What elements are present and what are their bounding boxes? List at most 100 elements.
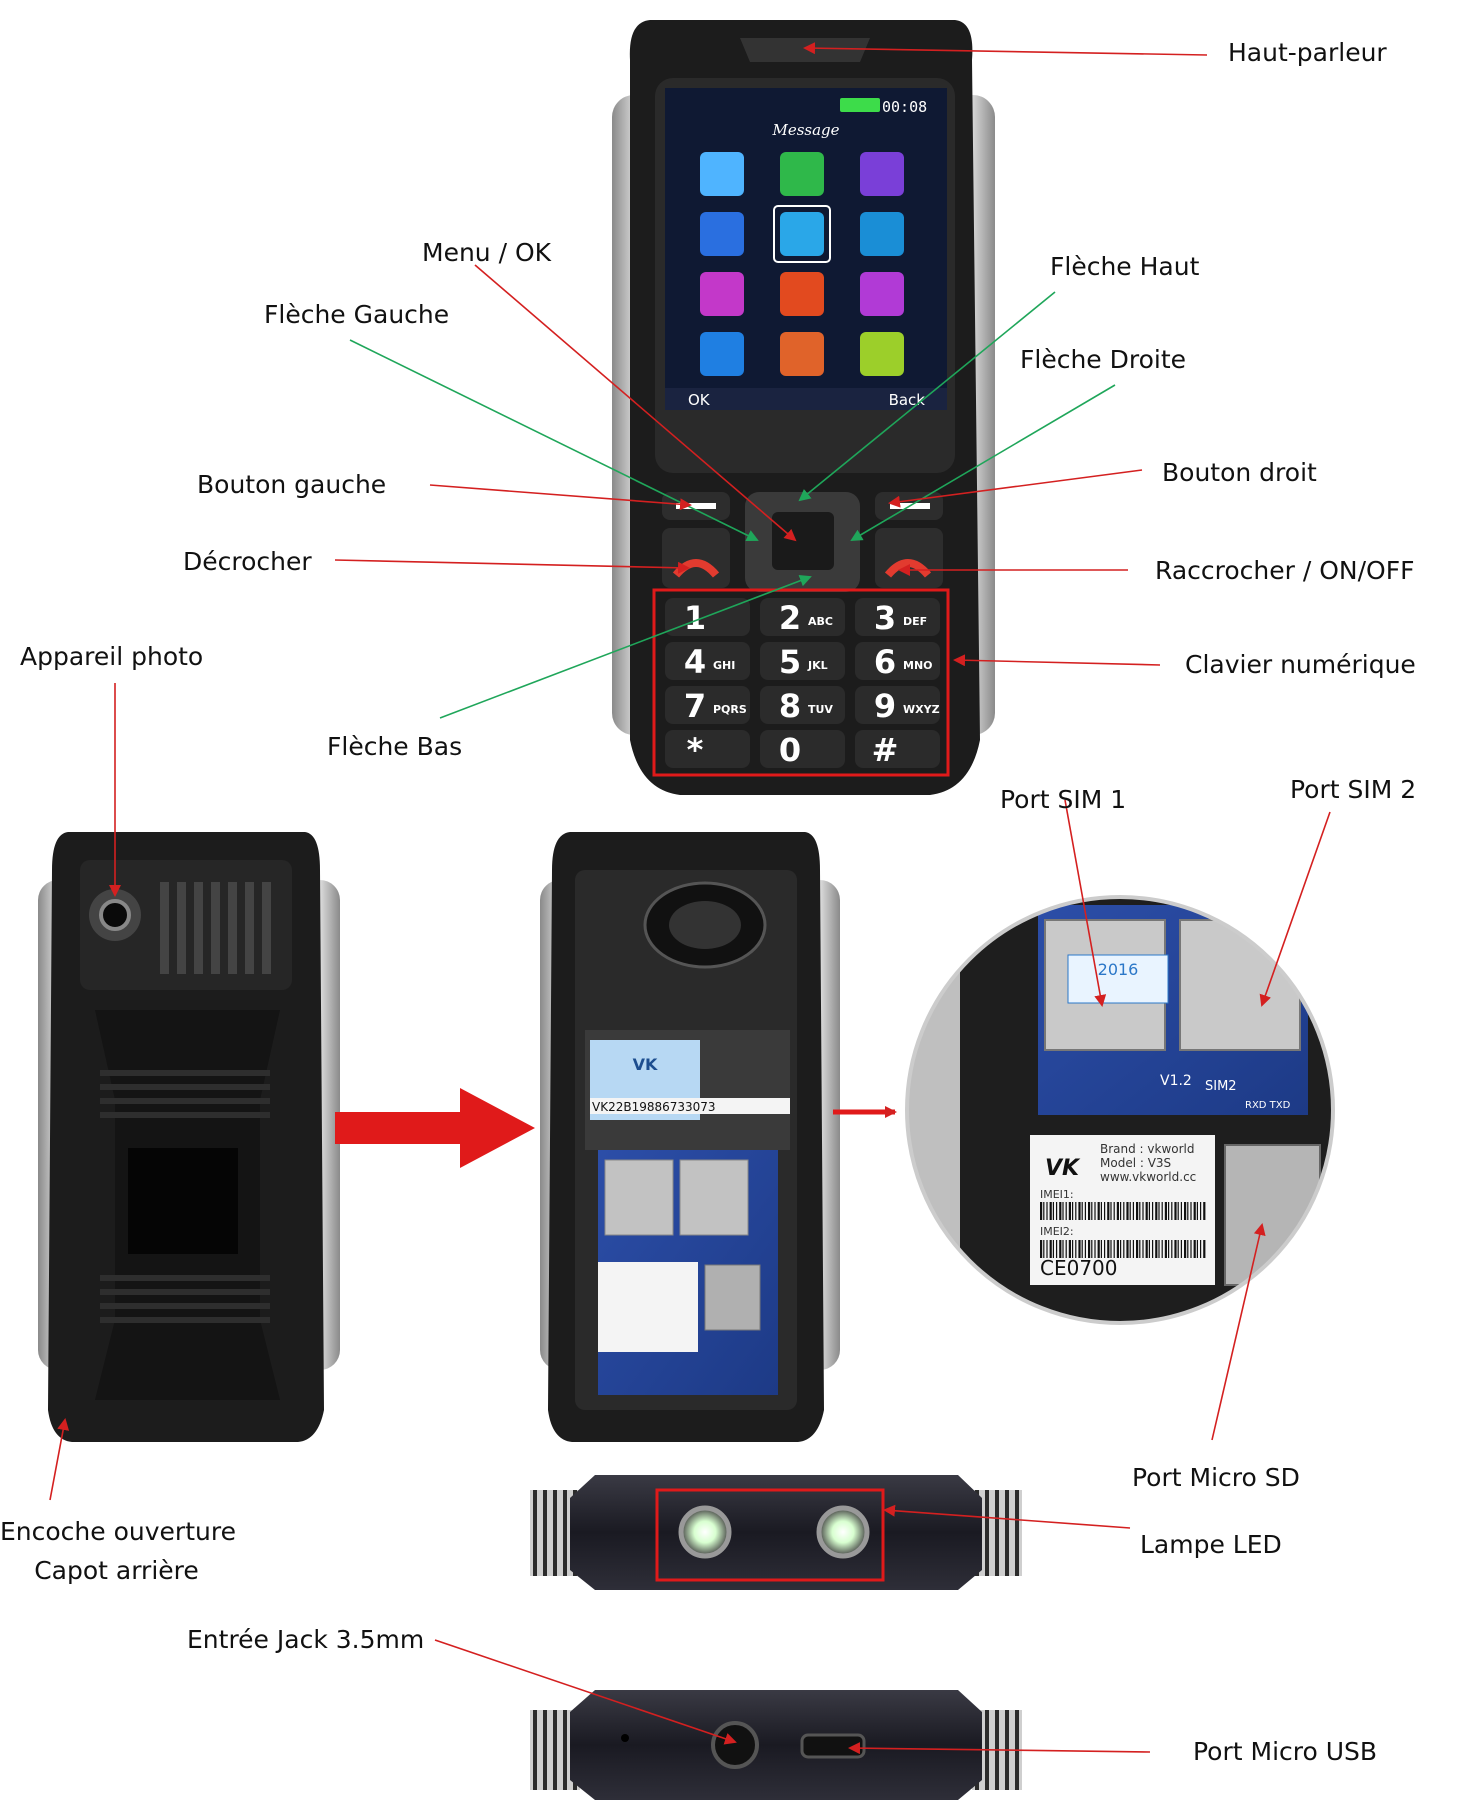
barcode-bar bbox=[1081, 1202, 1083, 1220]
bottom-edge-body bbox=[570, 1690, 982, 1800]
barcode-bar bbox=[1091, 1202, 1093, 1220]
barcode-bar bbox=[1187, 1202, 1189, 1220]
zoom-sim1-label bbox=[1067, 954, 1169, 1004]
barcode-bar bbox=[1152, 1202, 1154, 1220]
barcode-bar bbox=[1161, 1240, 1163, 1258]
barcode-bar bbox=[1104, 1240, 1106, 1258]
barcode-bar bbox=[1164, 1240, 1167, 1258]
barcode-bar bbox=[1072, 1240, 1074, 1258]
label-haut-parleur: Haut-parleur bbox=[1228, 38, 1387, 67]
barcode-bar bbox=[1043, 1202, 1045, 1220]
end-call-icon bbox=[884, 559, 932, 578]
barcode-bar bbox=[1120, 1202, 1122, 1220]
keypad-letters: ABC bbox=[808, 615, 833, 628]
usb-port bbox=[800, 1733, 866, 1759]
bottom-edge bbox=[530, 1690, 1022, 1800]
menu-app-icon bbox=[860, 272, 904, 316]
line-decrocher bbox=[334, 559, 690, 574]
barcode-bar bbox=[1152, 1240, 1154, 1258]
barcode-bar bbox=[1168, 1202, 1170, 1220]
grip-rib bbox=[985, 1490, 989, 1576]
barcode-bar bbox=[1158, 1202, 1160, 1220]
barcode-bar bbox=[1088, 1240, 1091, 1258]
barcode-bar bbox=[1200, 1202, 1202, 1220]
line-port-micro-usb bbox=[848, 1742, 1151, 1755]
menu-app-icon bbox=[780, 272, 824, 316]
barcode-bar bbox=[1123, 1240, 1125, 1258]
barcode-bar bbox=[1155, 1202, 1158, 1220]
line-encoche bbox=[49, 1418, 70, 1501]
barcode-bar bbox=[1062, 1202, 1064, 1220]
line-port-sim1 bbox=[1064, 799, 1107, 1007]
status-battery-icon bbox=[840, 98, 880, 112]
barcode-bar bbox=[1190, 1240, 1192, 1258]
back-rib bbox=[100, 1275, 270, 1281]
label-lampe-led: Lampe LED bbox=[1140, 1530, 1282, 1559]
led-left bbox=[678, 1505, 732, 1559]
barcode-bar bbox=[1110, 1202, 1112, 1220]
barcode-bar bbox=[1084, 1202, 1086, 1220]
label-bouton-droit: Bouton droit bbox=[1162, 458, 1317, 487]
line-lampe-led bbox=[883, 1504, 1131, 1529]
barcode-bar bbox=[1110, 1240, 1112, 1258]
keypad-key bbox=[665, 730, 750, 768]
barcode-bar bbox=[1072, 1202, 1074, 1220]
open-label bbox=[598, 1262, 698, 1352]
top-edge bbox=[530, 1475, 1022, 1590]
barcode-bar bbox=[1052, 1240, 1054, 1258]
barcode-bar bbox=[1155, 1240, 1158, 1258]
grill-slot bbox=[228, 882, 237, 974]
barcode-bar bbox=[1062, 1240, 1064, 1258]
barcode-bar bbox=[1145, 1202, 1148, 1220]
barcode-bar bbox=[1145, 1240, 1148, 1258]
barcode-bar bbox=[1088, 1202, 1091, 1220]
open-sim1 bbox=[604, 1159, 674, 1236]
line-entree-jack bbox=[434, 1639, 737, 1745]
line-fleche-bas bbox=[439, 574, 812, 719]
menu-app-icon bbox=[860, 212, 904, 256]
serial-strip bbox=[590, 1098, 790, 1114]
barcode-bar bbox=[1059, 1240, 1062, 1258]
barcode-bar bbox=[1040, 1202, 1043, 1220]
barcode-bar bbox=[1097, 1240, 1100, 1258]
softkey-right-label: Back bbox=[889, 391, 926, 409]
keypad-digit: 4 bbox=[684, 643, 706, 681]
grip-rib bbox=[543, 1490, 547, 1576]
menu-app-icon bbox=[780, 152, 824, 196]
barcode-bar bbox=[1180, 1202, 1182, 1220]
zoom-serial: 22B19886733073 bbox=[1060, 868, 1221, 889]
zoom-sim1-year: 2016 bbox=[1098, 960, 1139, 979]
barcode-bar bbox=[1180, 1240, 1182, 1258]
led-highlight-box bbox=[655, 1488, 885, 1582]
label-raccrocher: Raccrocher / ON/OFF bbox=[1155, 556, 1415, 585]
back-rib bbox=[100, 1289, 270, 1295]
zoom-board-rxd: RXD TXD bbox=[1245, 1100, 1291, 1111]
keypad-digit: 6 bbox=[874, 643, 896, 681]
zoom-imei1: IMEI1: bbox=[1040, 1188, 1074, 1201]
zoom-ring bbox=[905, 895, 1335, 1325]
barcode-bar bbox=[1132, 1240, 1134, 1258]
barcode-bar bbox=[1123, 1202, 1125, 1220]
keypad-digit: 0 bbox=[779, 731, 801, 769]
barcode-bar bbox=[1203, 1240, 1206, 1258]
menu-app-icon bbox=[700, 332, 744, 376]
barcode-bar bbox=[1113, 1240, 1115, 1258]
label-fleche-haut: Flèche Haut bbox=[1050, 252, 1200, 281]
barcode-bar bbox=[1097, 1202, 1100, 1220]
keypad-key bbox=[665, 686, 750, 724]
led-right bbox=[816, 1505, 870, 1559]
barcode-bar bbox=[1161, 1202, 1163, 1220]
barcode-bar bbox=[1203, 1202, 1206, 1220]
keypad-letters: PQRS bbox=[713, 703, 747, 716]
line-port-sim2 bbox=[1259, 811, 1331, 1007]
menu-app-icon bbox=[700, 272, 744, 316]
barcode-bar bbox=[1126, 1240, 1129, 1258]
keypad-key bbox=[855, 730, 940, 768]
label-fleche-droite: Flèche Droite bbox=[1020, 345, 1187, 374]
screen-title: Message bbox=[771, 121, 839, 139]
barcode-bar bbox=[1049, 1202, 1052, 1220]
back-rib bbox=[100, 1317, 270, 1323]
status-clock: 00:08 bbox=[882, 98, 927, 116]
grill-slot bbox=[160, 882, 169, 974]
keypad-digit: # bbox=[872, 731, 899, 769]
